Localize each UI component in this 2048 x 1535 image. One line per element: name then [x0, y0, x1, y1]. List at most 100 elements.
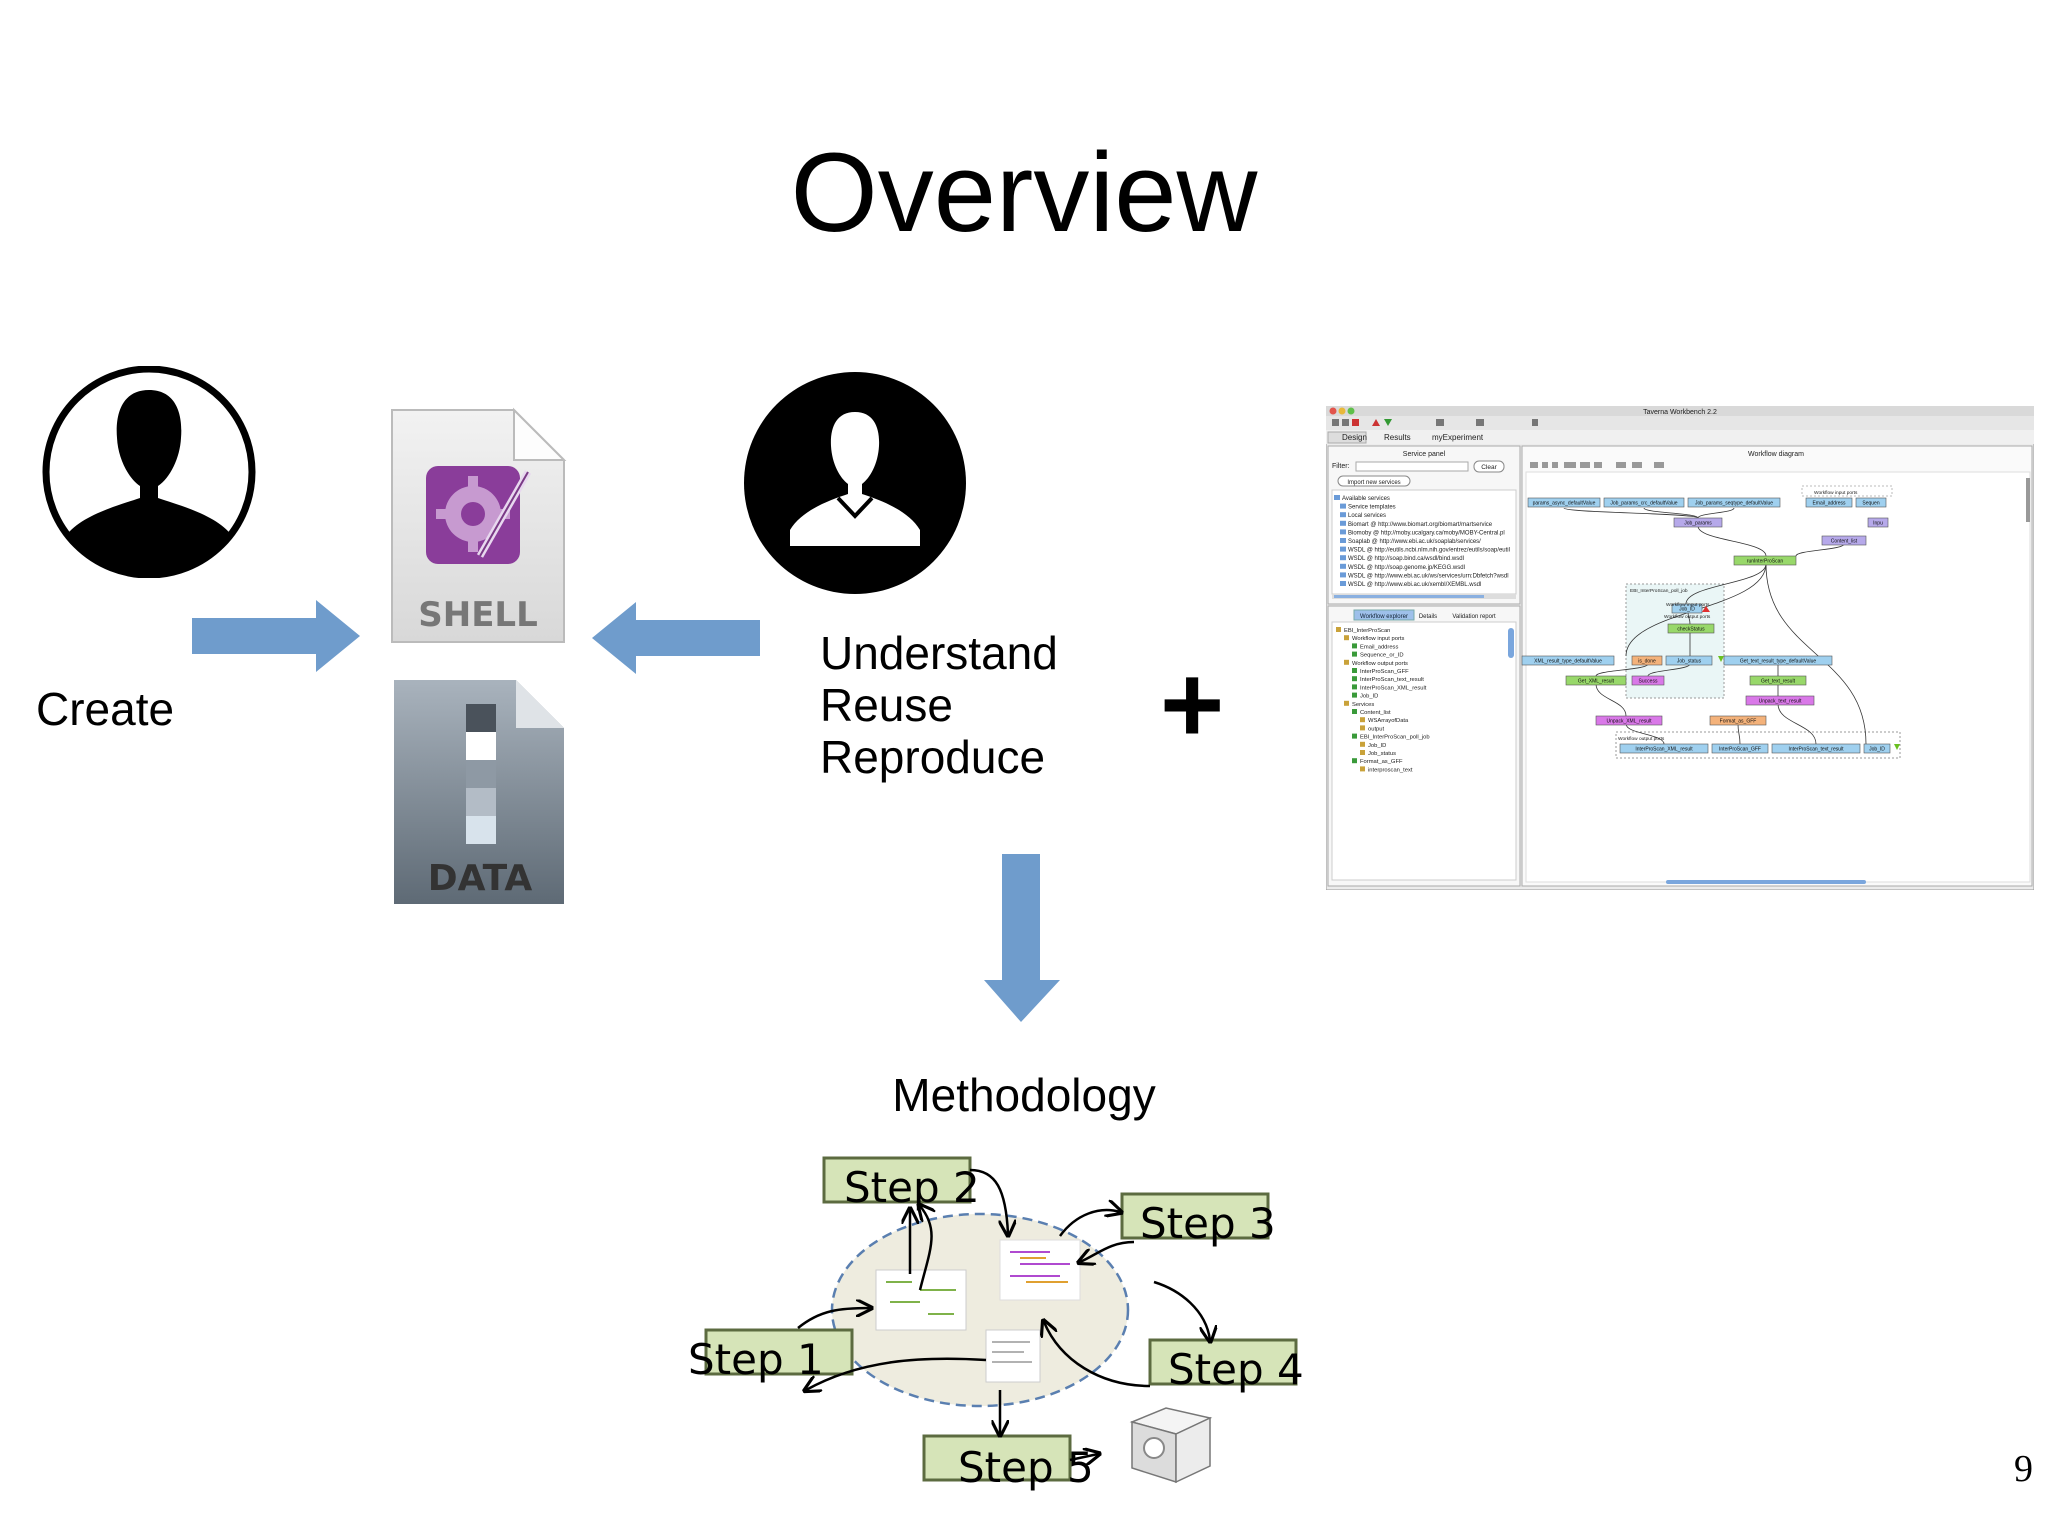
workflow-node-label: Job_ID	[1869, 747, 1885, 753]
workflow-node-label: is_done	[1638, 659, 1656, 665]
service-item[interactable]: Biomart @ http://www.biomart.org/biomart…	[1348, 522, 1493, 528]
service-item[interactable]: Service templates	[1348, 505, 1396, 511]
tree-item[interactable]: Job_ID	[1368, 743, 1386, 749]
tree-node-icon	[1360, 750, 1365, 755]
output-port-icon	[1894, 744, 1900, 750]
folder-icon	[1340, 503, 1346, 509]
tree-item[interactable]: WSArrayofData	[1368, 718, 1409, 724]
workflow-node[interactable]	[1723, 655, 1833, 666]
tree-item[interactable]: Job_ID	[1360, 694, 1378, 700]
step-1-box: Step 1	[688, 1328, 854, 1384]
diagram-caption: EBI_InterProScan_poll_job	[1630, 588, 1688, 594]
tree-item[interactable]: EBI_InterProScan_poll_job	[1360, 735, 1430, 741]
service-item[interactable]: WSDL @ http://eutils.ncbi.nlm.nih.gov/en…	[1348, 548, 1510, 554]
workflow-node[interactable]	[1709, 715, 1767, 726]
tree-item[interactable]: InterProScan_GFF	[1360, 669, 1409, 675]
tree-node-icon	[1352, 758, 1357, 764]
import-services-button: Import new services	[1347, 480, 1400, 486]
data-file-label: DATA	[428, 858, 533, 899]
tree-item[interactable]: Workflow input ports	[1352, 636, 1405, 642]
person-icon	[42, 366, 256, 578]
workflow-node-label: runInterProScan	[1747, 559, 1784, 565]
tree-item[interactable]: Job_status	[1368, 751, 1396, 757]
workflow-node-label: params_async_defaultValue	[1533, 501, 1596, 507]
tree-node-icon	[1352, 651, 1357, 657]
folder-icon	[1340, 555, 1346, 561]
workflow-node[interactable]	[1863, 743, 1891, 754]
workflow-node[interactable]	[1673, 517, 1723, 528]
arrow-down-icon	[984, 854, 1060, 1022]
workflow-node[interactable]	[1631, 675, 1665, 686]
workflow-node-label: Job_params_crc_defaultValue	[1610, 501, 1677, 507]
tree-item[interactable]: EBI_InterProScan	[1344, 628, 1390, 634]
tree-item[interactable]: Format_as_GFF	[1360, 759, 1403, 765]
tree-item[interactable]: Sequence_or_ID	[1360, 653, 1404, 659]
explorer-tab-details: Details	[1419, 614, 1437, 620]
workflow-node[interactable]	[1687, 497, 1781, 508]
folder-icon	[1340, 538, 1346, 543]
tree-item[interactable]: Workflow output ports	[1352, 661, 1408, 667]
workflow-node[interactable]	[1749, 675, 1807, 686]
workflow-node[interactable]	[1805, 497, 1853, 508]
service-item[interactable]: Available services	[1342, 496, 1390, 502]
workflow-node-label: Inpu	[1873, 521, 1883, 527]
workflow-node-label: InterProScan_GFF	[1719, 747, 1761, 753]
workflow-node[interactable]	[1867, 517, 1889, 528]
workflow-node[interactable]	[1631, 655, 1663, 666]
workflow-node[interactable]	[1855, 497, 1887, 508]
diagram-caption: Workflow input ports	[1814, 490, 1858, 496]
tree-item[interactable]: Email_address	[1360, 644, 1398, 650]
workflow-node-label: Format_as_GFF	[1720, 719, 1757, 725]
explorer-tab-workflow: Workflow explorer	[1360, 614, 1408, 620]
workflow-node[interactable]	[1667, 623, 1715, 634]
tree-node-icon	[1344, 659, 1349, 665]
workflow-node-label: Job_params_seqtype_defaultValue	[1695, 501, 1773, 507]
action-understand: Understand	[820, 627, 1058, 679]
workflow-node[interactable]	[1521, 655, 1615, 666]
taverna-tab-design: Design	[1342, 433, 1367, 442]
workflow-node[interactable]	[1619, 743, 1709, 754]
workflow-node[interactable]	[1527, 497, 1601, 508]
explorer-tab-validation: Validation report	[1452, 614, 1496, 620]
tree-node-icon	[1352, 709, 1357, 714]
tree-item[interactable]: interproscan_text	[1368, 767, 1413, 773]
workflow-node-label: Get_text_result	[1761, 679, 1796, 685]
workflow-node[interactable]	[1595, 715, 1663, 726]
service-item[interactable]: Soaplab @ http://www.ebi.ac.uk/soaplab/s…	[1348, 539, 1481, 545]
tree-item[interactable]: InterProScan_text_result	[1360, 677, 1424, 683]
workflow-node[interactable]	[1745, 695, 1815, 706]
tree-node-icon	[1360, 717, 1365, 723]
folder-icon	[1340, 546, 1346, 552]
workflow-node[interactable]	[1671, 603, 1703, 614]
page-number: 9	[2014, 1448, 2033, 1490]
virtual-machine-cube-icon	[1129, 1407, 1213, 1484]
taverna-tab-myexperiment: myExperiment	[1432, 433, 1484, 442]
folder-icon	[1340, 572, 1346, 578]
diagram-caption: Workflow output ports	[1664, 614, 1711, 620]
tree-item[interactable]: InterProScan_XML_result	[1360, 685, 1427, 691]
workflow-node[interactable]	[1711, 743, 1769, 754]
workflow-node[interactable]	[1565, 675, 1627, 686]
service-item[interactable]: WSDL @ http://www.ebi.ac.uk/xembl/XEMBL.…	[1348, 582, 1481, 588]
create-label: Create	[36, 683, 175, 735]
service-item[interactable]: WSDL @ http://soap.bind.ca/wsdl/bind.wsd…	[1348, 556, 1464, 562]
service-item[interactable]: WSDL @ http://www.ebi.ac.uk/ws/services/…	[1348, 573, 1509, 579]
tree-node-icon	[1336, 627, 1341, 632]
tree-item[interactable]: output	[1368, 726, 1385, 732]
workflow-node[interactable]	[1603, 497, 1685, 508]
tree-item[interactable]: Content_list	[1360, 710, 1391, 716]
service-item[interactable]: Local services	[1348, 513, 1386, 519]
diagram-caption: Workflow input ports	[1666, 602, 1710, 608]
workflow-node-label: Job_ID	[1679, 607, 1695, 613]
workflow-node[interactable]	[1771, 743, 1861, 754]
workflow-node[interactable]	[1665, 655, 1713, 666]
tree-item[interactable]: Services	[1352, 702, 1374, 708]
workflow-node[interactable]	[1821, 535, 1867, 546]
service-item[interactable]: Biomoby @ http://moby.ucalgary.ca/moby/M…	[1348, 530, 1505, 536]
workflow-node[interactable]	[1733, 555, 1797, 566]
methodology-cycle-diagram: Step 2 Step 3 Step 1 Step 4 Step 5	[688, 1156, 1304, 1492]
service-item[interactable]: WSDL @ http://soap.genome.jp/KEGG.wsdl	[1348, 565, 1465, 571]
action-reproduce: Reproduce	[820, 731, 1046, 783]
step-5-label: Step 5	[958, 1443, 1094, 1492]
